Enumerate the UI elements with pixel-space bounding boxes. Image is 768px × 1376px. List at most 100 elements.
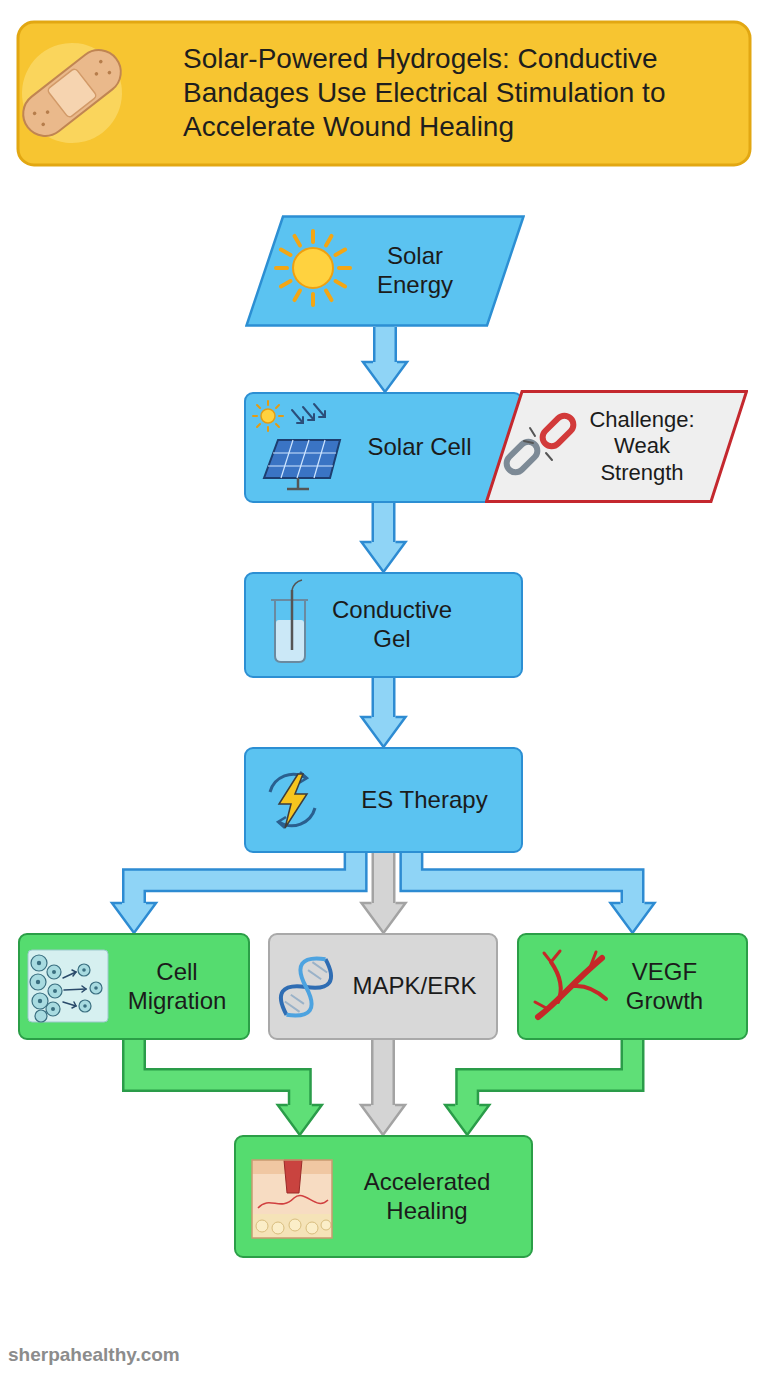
skin-wound-icon-part — [252, 1160, 332, 1238]
cell-migration-icon-part-part — [48, 984, 62, 998]
blood-vessel-icon — [535, 951, 606, 1017]
cell-migration-icon-part-part — [53, 989, 57, 993]
bandage-icon-part — [2, 23, 142, 163]
solar-panel-icon-part — [297, 478, 300, 489]
solar-panel-icon-part — [261, 409, 275, 423]
cell-migration-icon-part — [36, 961, 98, 1011]
dna-icon — [273, 950, 339, 1025]
electric-stimulation-icon-part — [279, 808, 315, 826]
arrow-head-fill — [363, 362, 407, 392]
arrow-head-outline — [362, 717, 406, 747]
solar-panel-icon-part — [287, 488, 309, 491]
broken-chain-icon-part — [524, 428, 552, 460]
arrow-shaft-fill — [467, 1040, 632, 1106]
sun-icon-part-part — [281, 281, 291, 287]
flow-arrow — [134, 1040, 322, 1135]
bandage-icon — [0, 19, 147, 167]
solar-panel-icon-part-part — [276, 424, 279, 427]
blood-vessel-icon-part — [574, 986, 606, 999]
arrow-shaft-outline — [134, 853, 356, 904]
arrow-head-outline — [445, 1105, 489, 1135]
solar-panel-icon-part — [268, 440, 336, 478]
cell-migration-icon-part — [28, 950, 108, 1022]
solar-panel-icon — [253, 401, 340, 489]
beaker-icon-part — [276, 620, 304, 661]
bandage-icon-part — [47, 68, 98, 119]
beaker-icon-part — [271, 600, 308, 662]
cell-migration-icon-part — [63, 970, 86, 1008]
challenge-parallelogram: Challenge: Weak Strength — [485, 390, 748, 503]
blood-vessel-icon-part — [589, 952, 596, 970]
sun-icon-part-part — [311, 231, 315, 242]
process-box: Conductive Gel — [244, 572, 523, 678]
arrow-head-outline — [362, 903, 406, 933]
solar-panel-icon-part-part — [303, 407, 314, 420]
cell-migration-icon-part-part — [36, 980, 40, 984]
solar-panel-icon-part-part — [314, 404, 325, 417]
arrow-head-outline — [278, 1105, 322, 1135]
sun-icon-part-part — [326, 236, 332, 246]
flow-arrow — [361, 1040, 405, 1135]
beaker-icon-part — [291, 590, 294, 650]
cell-migration-icon-part-part — [90, 982, 102, 994]
sun-icon-part-part — [326, 291, 332, 301]
broken-chain-icon-part — [503, 438, 541, 476]
cell-migration-icon-part-part — [64, 989, 86, 990]
cell-migration-icon-part-part — [30, 974, 46, 990]
arrow-shaft-fill — [374, 503, 393, 543]
solar-panel-icon-part-part — [314, 440, 325, 478]
cell-migration-icon-part-part — [38, 999, 42, 1003]
skin-wound-icon-part-part — [272, 1222, 284, 1234]
node-label: Challenge: Weak Strength — [582, 390, 702, 503]
arrow-head-fill — [445, 1105, 489, 1135]
solar-panel-icon-part-part — [257, 405, 260, 408]
cell-migration-icon-part-part — [37, 961, 41, 965]
arrow-head-outline — [362, 542, 406, 572]
sun-icon-part-part — [295, 291, 301, 301]
solar-panel-icon-part — [264, 440, 340, 478]
cell-migration-icon-part-part — [79, 1000, 91, 1012]
process-box: ES Therapy — [244, 747, 523, 853]
broken-chain-icon-part — [539, 412, 577, 450]
skin-wound-icon — [252, 1160, 332, 1238]
node-label: MAPK/ERK — [340, 935, 490, 1038]
blood-vessel-icon-part — [538, 958, 602, 1017]
arrow-shaft-outline — [467, 1040, 632, 1106]
arrow-shaft-outline — [371, 1040, 395, 1106]
bandage-icon-part — [41, 122, 46, 127]
sun-icon-part — [293, 248, 333, 288]
arrow-head-fill — [361, 1105, 405, 1135]
arrow-shaft-fill — [134, 1040, 300, 1106]
skin-wound-icon-part — [256, 1219, 331, 1234]
skin-wound-icon-part-part — [306, 1222, 318, 1234]
cell-migration-icon-part-part — [63, 1002, 76, 1006]
solar-panel-icon-part-part — [276, 405, 279, 408]
flow-arrow — [363, 327, 407, 392]
dna-icon-part — [273, 950, 339, 1025]
solar-panel-icon-part-part — [297, 440, 309, 478]
dna-icon-part — [285, 962, 327, 1012]
skin-wound-icon-part — [252, 1160, 332, 1174]
solar-panel-icon-part-part — [319, 411, 325, 417]
bandage-icon-part — [14, 41, 129, 145]
solar-panel-icon-part-part — [281, 440, 293, 478]
skin-wound-icon-part-part — [256, 1220, 268, 1232]
electric-stimulation-icon-part — [299, 772, 307, 783]
flow-arrow — [362, 678, 406, 747]
node-label: Solar Cell — [340, 394, 500, 501]
cell-migration-icon-part-part — [78, 964, 90, 976]
solar-panel-icon-part-part — [292, 410, 303, 423]
sun-icon — [276, 231, 350, 305]
cell-migration-icon-part-part — [51, 1007, 55, 1011]
broken-chain-icon-part-part — [530, 428, 535, 436]
parallelogram-shape — [247, 217, 524, 326]
input-parallelogram: Solar Energy — [245, 215, 525, 327]
solar-panel-icon-part-part — [273, 452, 336, 453]
beaker-icon — [271, 580, 308, 662]
arrow-shaft-outline — [372, 503, 396, 543]
sun-icon-part-part — [339, 266, 350, 270]
flow-arrow — [445, 1040, 632, 1135]
solar-panel-icon-part-part — [253, 415, 257, 417]
